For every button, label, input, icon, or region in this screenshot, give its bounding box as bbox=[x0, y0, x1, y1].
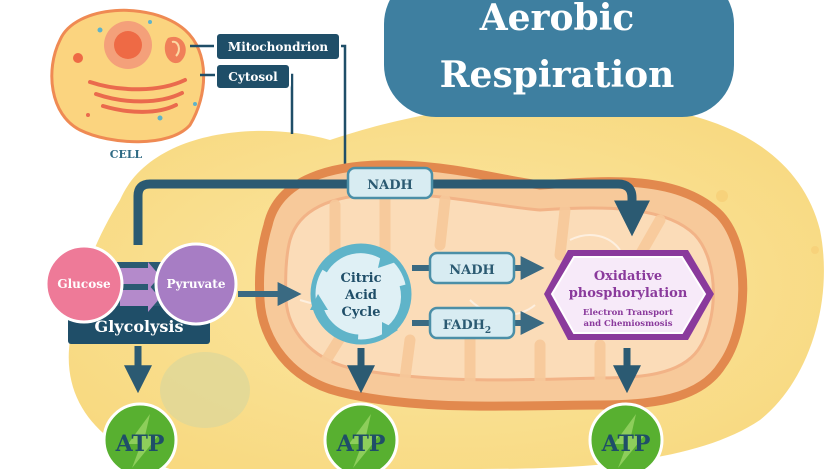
title-box: Aerobic Respiration bbox=[384, 0, 734, 117]
citric-label-line-1: Citric bbox=[341, 271, 382, 286]
atp-badge-right: ATP bbox=[588, 402, 664, 469]
lightning-icon bbox=[128, 414, 158, 468]
citric-label-line-2: Acid bbox=[344, 288, 377, 303]
nadh-top-badge: NADH bbox=[346, 166, 434, 200]
background-dot bbox=[811, 246, 819, 254]
oxphos-title-line-1: Oxidative bbox=[594, 269, 662, 284]
cytosol-callout-label: Cytosol bbox=[228, 70, 278, 84]
oxphos-title-line-2: phosphorylation bbox=[569, 286, 688, 301]
glucose-label: Glucose bbox=[57, 277, 111, 291]
title-line-2: Respiration bbox=[440, 54, 675, 96]
fadh2-label-subscript: 2 bbox=[485, 326, 491, 336]
atp-badge-middle: ATP bbox=[323, 402, 399, 469]
atp-label-left: ATP bbox=[115, 431, 165, 457]
glucose-node bbox=[44, 244, 124, 324]
pyruvate-node bbox=[154, 242, 238, 326]
mitochondrion-callout-label: Mitochondrion bbox=[228, 40, 328, 54]
oxphos-sub-line-1: Electron Transport bbox=[583, 308, 673, 318]
atp-badge-left: ATP bbox=[102, 402, 178, 469]
fadh2-label: FADH2 bbox=[443, 318, 491, 336]
citric-acid-cycle: Citric Acid Cycle bbox=[310, 243, 412, 345]
title-line-1: Aerobic bbox=[479, 0, 635, 39]
fadh2-badge: FADH2 bbox=[428, 306, 516, 340]
mitochondrion-callout: Mitochondrion bbox=[215, 32, 341, 61]
cell-illustration bbox=[50, 8, 206, 144]
citric-label-line-3: Cycle bbox=[341, 305, 380, 320]
background-dot bbox=[716, 190, 728, 202]
background-blob-spot bbox=[160, 352, 250, 428]
nadh-top-label: NADH bbox=[367, 178, 413, 193]
nadh-mid-badge: NADH bbox=[428, 251, 516, 285]
pyruvate-label: Pyruvate bbox=[167, 277, 226, 291]
atp-label-middle: ATP bbox=[336, 431, 386, 457]
oxphos-sub-line-2: and Chemiosmosis bbox=[583, 319, 672, 329]
cytosol-callout: Cytosol bbox=[215, 63, 291, 90]
atp-label-right: ATP bbox=[601, 431, 651, 457]
glycolysis-label: Glycolysis bbox=[95, 317, 184, 336]
lightning-icon bbox=[349, 414, 379, 468]
cell-label: CELL bbox=[110, 148, 143, 161]
fadh2-label-main: FADH bbox=[443, 318, 485, 333]
lightning-icon bbox=[614, 414, 644, 468]
glycolysis-group: Glycolysis Glucose Pyruvate bbox=[44, 242, 238, 344]
nadh-mid-label: NADH bbox=[449, 263, 495, 278]
oxidative-phosphorylation: Oxidative phosphorylation Electron Trans… bbox=[544, 250, 714, 340]
